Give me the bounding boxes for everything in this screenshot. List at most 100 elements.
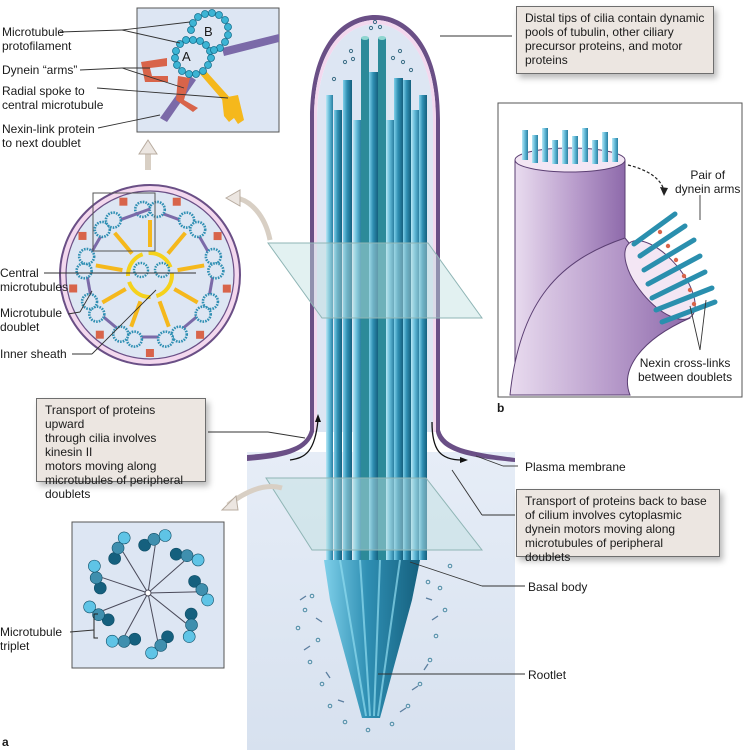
triplet-tubule bbox=[185, 618, 198, 632]
label-microtubule-doublet: Microtubule doublet bbox=[0, 306, 63, 334]
doublet-tubule bbox=[104, 211, 123, 229]
triplet-bracket bbox=[93, 613, 98, 639]
doublet-tubule bbox=[207, 261, 225, 280]
triplet-tubule bbox=[169, 547, 183, 561]
bend-arrow bbox=[627, 164, 665, 191]
label-dynein-arms: Dynein “arms” bbox=[2, 63, 78, 77]
dynein-arm bbox=[95, 330, 104, 339]
upper-section-plane bbox=[267, 242, 483, 319]
radial-spoke bbox=[113, 231, 134, 255]
doublet-tubule bbox=[111, 325, 130, 343]
microtubule-triplets bbox=[83, 529, 214, 660]
cartwheel-spoke bbox=[147, 560, 185, 594]
panel-b-dynein-arms bbox=[657, 229, 697, 307]
lower-section-plane bbox=[265, 477, 484, 551]
radial-spoke-shape bbox=[200, 70, 232, 104]
label-radial-spoke: Radial spoke to central microtubule bbox=[2, 84, 104, 112]
label-microtubule-protofilament: Microtubule protofilament bbox=[2, 25, 72, 53]
doublet-tubule bbox=[194, 305, 212, 323]
dynein-arm bbox=[172, 197, 181, 206]
radial-spoke bbox=[177, 263, 205, 273]
triplet-tubule bbox=[154, 639, 168, 652]
cartwheel-spoke bbox=[147, 592, 158, 641]
triplet-tubule bbox=[147, 533, 161, 546]
downward-transport-arrow bbox=[431, 421, 463, 461]
label-plasma-membrane: Plasma membrane bbox=[525, 460, 626, 474]
doublet-tubule bbox=[204, 247, 223, 266]
doublet-tubule bbox=[93, 220, 112, 239]
peripheral-doublets bbox=[69, 197, 231, 357]
triplet-tubule bbox=[101, 613, 115, 627]
triplet-tubule bbox=[201, 593, 214, 607]
basal-body-shape bbox=[324, 560, 420, 718]
rootlet-rods bbox=[299, 595, 439, 713]
axoneme-rods bbox=[326, 36, 427, 560]
label-inner-sheath: Inner sheath bbox=[0, 347, 67, 361]
doublet-tubule bbox=[80, 292, 99, 311]
radial-spoke bbox=[173, 287, 199, 305]
triplet-tubule bbox=[180, 549, 194, 562]
triplet-tubule bbox=[89, 571, 103, 585]
cartwheel-spoke bbox=[102, 577, 149, 594]
callout-transport-back: Transport of proteins back to base of ci… bbox=[516, 489, 720, 564]
cartwheel-spoke bbox=[147, 545, 156, 594]
triplet-tubule bbox=[105, 634, 119, 648]
label-pair-of-dynein-arms: Pair of dynein arms bbox=[675, 168, 741, 196]
leader-lines bbox=[44, 21, 707, 675]
panel-b-bent-rods bbox=[631, 211, 718, 325]
label-microtubule-triplet: Microtubule triplet bbox=[0, 625, 63, 653]
label-nexin-cross-links: Nexin cross-links between doublets bbox=[638, 356, 733, 384]
dynein-arm bbox=[213, 232, 222, 241]
doublet-tubule bbox=[156, 330, 175, 348]
triplet-tubule bbox=[138, 538, 151, 552]
dynein-arm-inner bbox=[176, 76, 198, 112]
doublet-tubule bbox=[75, 261, 93, 280]
nexin-link-shape bbox=[222, 34, 279, 56]
dynein-arm bbox=[119, 197, 128, 206]
triplet-tubule bbox=[191, 553, 205, 567]
cartwheel-spoke bbox=[122, 551, 149, 594]
protofilament-beads bbox=[171, 9, 232, 78]
triplet-tubule bbox=[188, 575, 201, 588]
inner-sheath-ring bbox=[126, 251, 174, 299]
panel-a-letter: a bbox=[2, 735, 9, 749]
upward-transport-arrow bbox=[289, 419, 319, 461]
panel-b-letter: b bbox=[497, 401, 505, 415]
tubule-b-label: B bbox=[204, 24, 213, 39]
callout-distal-tips: Distal tips of cilia contain dynamic poo… bbox=[516, 6, 714, 74]
cartwheel-spoke bbox=[103, 592, 149, 611]
radial-spoke bbox=[101, 287, 127, 305]
triplet-tubule bbox=[88, 559, 101, 573]
callout-transport-upward: Transport of proteins upward through cil… bbox=[36, 398, 206, 501]
triplet-tubule bbox=[92, 608, 105, 622]
rootlet-particles bbox=[295, 563, 453, 733]
triplet-tubule bbox=[111, 541, 125, 555]
doublet-tubule bbox=[177, 211, 196, 229]
central-microtubule-left bbox=[132, 261, 150, 279]
triplet-tubule bbox=[161, 630, 174, 644]
triplet-tubule bbox=[128, 632, 142, 646]
triplet-tubule bbox=[195, 583, 209, 596]
doublet-tubule bbox=[77, 247, 96, 266]
triplet-tubule bbox=[145, 646, 158, 660]
cartwheel-spoke bbox=[147, 591, 196, 594]
doublet-tubule bbox=[170, 325, 189, 343]
doublet-tubule bbox=[148, 200, 167, 219]
label-rootlet: Rootlet bbox=[528, 668, 567, 682]
triplet-tubule bbox=[182, 630, 196, 643]
triplet-tubule bbox=[158, 529, 172, 542]
doublet-tubule bbox=[88, 305, 106, 323]
triplet-tubule bbox=[117, 635, 131, 648]
central-microtubule-right bbox=[153, 261, 171, 279]
dynein-arm bbox=[145, 348, 154, 357]
radial-spoke bbox=[157, 300, 171, 328]
label-central-microtubules: Central microtubules bbox=[0, 266, 69, 294]
dynein-arm bbox=[69, 284, 78, 293]
triplet-tubule bbox=[184, 607, 198, 621]
panel-b-upright-rods bbox=[522, 128, 618, 164]
doublet-tubule bbox=[201, 292, 220, 311]
doublet-detail-inset bbox=[136, 7, 280, 133]
triplet-tubule bbox=[117, 531, 131, 545]
radial-spoke bbox=[129, 300, 143, 328]
